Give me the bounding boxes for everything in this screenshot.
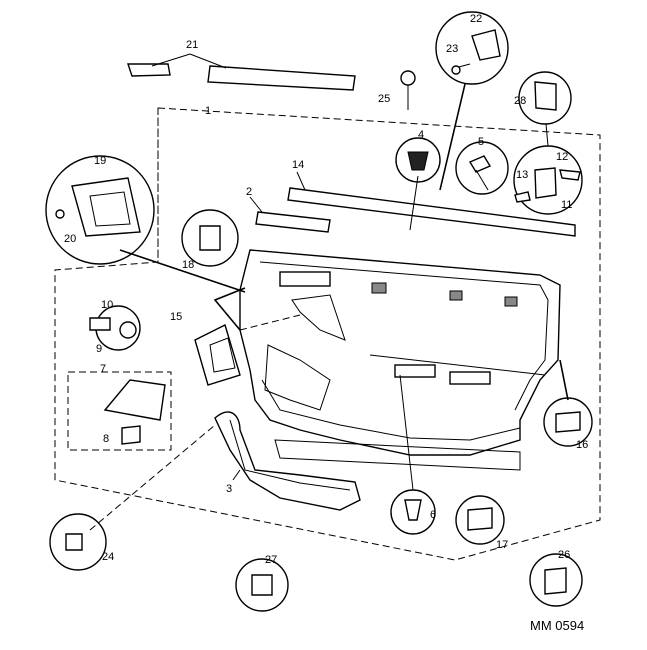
callout-24: 24 — [102, 551, 114, 563]
stud-16 — [543, 359, 593, 447]
reference-code: MM 0594 — [530, 618, 584, 633]
callout-21: 21 — [186, 39, 198, 51]
fasteners-9-10 — [89, 305, 141, 351]
handle-cover-19-20 — [45, 155, 246, 293]
callout-25: 25 — [378, 93, 390, 105]
callout-13: 13 — [516, 169, 528, 181]
screw-24 — [49, 424, 216, 571]
callout-11: 11 — [561, 199, 572, 211]
callout-8: 8 — [103, 433, 109, 445]
switch-panel-15 — [194, 314, 301, 386]
callout-6: 6 — [430, 509, 436, 521]
clip-27 — [235, 558, 289, 612]
clip-26 — [529, 553, 583, 607]
stud-18 — [181, 209, 239, 267]
screw-6 — [390, 374, 436, 535]
handle-bracket-11-13 — [513, 145, 583, 215]
door-trim-panel — [213, 249, 561, 471]
callout-22: 22 — [470, 13, 482, 25]
callout-5: 5 — [478, 136, 484, 148]
bracket-2 — [249, 196, 331, 233]
callout-17: 17 — [496, 539, 508, 551]
nut-8 — [121, 425, 141, 445]
callout-labels: 1 2 3 4 5 6 7 8 9 10 11 12 13 14 15 16 1… — [64, 13, 588, 566]
bolt-5 — [455, 141, 509, 195]
callout-18: 18 — [182, 259, 194, 271]
callout-9: 9 — [96, 343, 102, 355]
clip-28 — [518, 71, 572, 147]
waist-seal-14 — [287, 171, 576, 237]
callout-23: 23 — [446, 43, 458, 55]
hinge-clip-22-23 — [435, 11, 509, 191]
stud-17 — [455, 495, 505, 545]
screw-25 — [400, 70, 416, 110]
callout-12: 12 — [556, 151, 568, 163]
callout-16: 16 — [576, 439, 588, 451]
callout-1: 1 — [205, 105, 211, 117]
callout-15: 15 — [170, 311, 182, 323]
assembly-outline-main — [54, 107, 601, 561]
callout-3: 3 — [226, 483, 232, 495]
callout-20: 20 — [64, 233, 76, 245]
callout-2: 2 — [246, 186, 252, 198]
callout-7: 7 — [100, 363, 106, 375]
bezel-7 — [103, 379, 166, 421]
clip-4 — [395, 137, 441, 231]
callout-26: 26 — [558, 549, 570, 561]
armrest-trim-3 — [214, 411, 361, 511]
trim-strip-21 — [127, 53, 356, 91]
callout-19: 19 — [94, 155, 106, 167]
callout-14: 14 — [292, 159, 304, 171]
callout-27: 27 — [265, 554, 277, 566]
callout-28: 28 — [514, 95, 526, 107]
callout-4: 4 — [418, 129, 424, 141]
callout-10: 10 — [101, 299, 113, 311]
